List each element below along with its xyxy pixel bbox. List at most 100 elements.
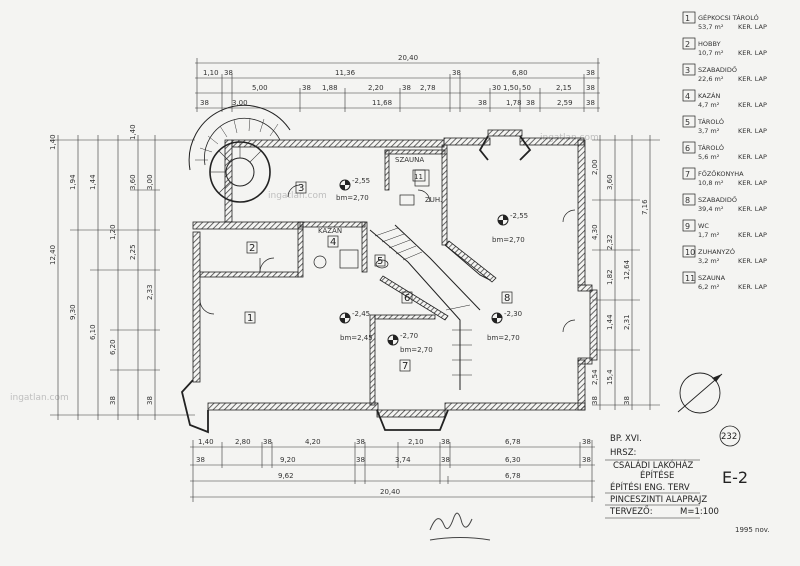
legend-floor-finish: KER. LAP: [738, 127, 767, 135]
left-dim-4: 6,20: [109, 339, 117, 355]
legend-room-area: 10,7 m²: [698, 49, 724, 57]
top-dim-r3-3: 2,20: [368, 84, 384, 92]
room-labels: 1 2 3 4 KAZÁN 5 6 7 8 ZUH. 11 SZAUNA: [244, 156, 513, 372]
legend-number-box: [682, 63, 696, 76]
elev-text-0: -2,55: [352, 177, 370, 185]
legend-room-name: GÉPKOCSI TÁROLÓ: [698, 13, 759, 22]
level-text-3: bm=2,70: [487, 334, 520, 342]
legend-room-name: ZUHANYZÓ: [698, 247, 735, 256]
bottom-dim-r1-2: 38: [263, 438, 272, 446]
right-dim-0: 2,00: [591, 159, 599, 175]
room-num-8: 8: [504, 293, 510, 304]
right-dim-1: 3,60: [606, 174, 614, 190]
elev-text-1: -2,55: [510, 212, 528, 220]
bottom-dim-r1-8: 38: [582, 438, 591, 446]
bottom-dim-r3-0: 9,62: [278, 472, 294, 480]
top-dim-r3-10: 38: [586, 84, 595, 92]
room-label-kazan: KAZÁN: [318, 226, 342, 235]
top-dim-r4-7: 38: [586, 99, 595, 107]
bottom-dim-r2-2: 38: [356, 456, 365, 464]
left-dim-12: 2,33: [146, 284, 154, 300]
left-dim-6: 1,44: [89, 174, 97, 190]
bottom-dim-r1-4: 38: [356, 438, 365, 446]
legend-floor-finish: KER. LAP: [738, 179, 767, 187]
top-dim-r3-6: 30: [492, 84, 501, 92]
top-dim-r3-5: 2,78: [420, 84, 436, 92]
title-line1: BP. XVI.: [610, 434, 642, 444]
legend-floor-finish: KER. LAP: [738, 101, 767, 109]
legend-number-box: [682, 11, 696, 24]
legend-room-name: SZABADIDŐ: [698, 195, 737, 204]
bottom-dim-r1-0: 1,40: [198, 438, 214, 446]
north-arrow-icon: [677, 372, 723, 414]
walls: [192, 129, 598, 418]
top-dim-r4-4: 1,78: [506, 99, 522, 107]
legend-room-area: 3,7 m²: [698, 127, 720, 135]
legend-room-area: 10,8 m²: [698, 179, 724, 187]
elev-marker-8a: [497, 214, 509, 226]
legend-room-name: KAZÁN: [698, 91, 720, 100]
legend-room-name: HOBBY: [698, 40, 721, 48]
room-label-szauna: SZAUNA: [395, 156, 424, 164]
legend-room-area: 1,7 m²: [698, 231, 720, 239]
top-dim-r3-4: 38: [402, 84, 411, 92]
room-num-11: 11: [414, 173, 423, 181]
legend-floor-finish: KER. LAP: [738, 49, 767, 57]
legend-number: 4: [685, 92, 690, 101]
bottom-dim-r1-3: 4,20: [305, 438, 321, 446]
elev-text-3: -2,70: [400, 332, 418, 340]
left-dim-1: 1,40: [49, 134, 57, 150]
central-staircase: [369, 224, 491, 390]
bottom-dimension-lines: [190, 440, 595, 502]
left-dim-10: 1,20: [109, 224, 117, 240]
title-block: 232 BP. XVI. HRSZ: CSALÁDI LAKÓHÁZ ÉPÍTÉ…: [605, 425, 770, 534]
top-dim-r4-0: 38: [200, 99, 209, 107]
title-line5: ÉPÍTÉSI ENG. TERV: [610, 481, 690, 493]
legend-room-area: 4,7 m²: [698, 101, 720, 109]
level-text-2: bm=2,45: [340, 334, 373, 342]
left-dim-8: 3,00: [146, 174, 154, 190]
legend-number-box: [682, 89, 696, 102]
legend-floor-finish: KER. LAP: [738, 75, 767, 83]
legend-number-box: [682, 193, 696, 206]
legend-room-name: WC: [698, 222, 709, 230]
right-dim-9: 2,54: [591, 369, 599, 385]
room-num-5: 5: [377, 256, 383, 267]
title-line6: PINCESZINTI ALAPRAJZ: [610, 495, 707, 505]
top-dim-overall: 20,40: [398, 54, 418, 62]
left-dimension-lines: [50, 135, 195, 420]
room-num-1: 1: [247, 313, 253, 324]
legend-room-area: 3,2 m²: [698, 257, 720, 265]
top-dim-r2-3: 38: [452, 69, 461, 77]
right-dim-4: 2,32: [606, 234, 614, 250]
left-dim-0: 12,40: [49, 245, 57, 265]
right-dim-7: 1,44: [606, 314, 614, 330]
left-dim-14: 38: [146, 396, 154, 405]
left-dim-3: 6,10: [89, 324, 97, 340]
legend-number: 8: [685, 196, 690, 205]
left-dim-9: 1,40: [129, 124, 137, 140]
top-dim-r2-0: 1,10: [203, 69, 219, 77]
legend-floor-finish: KER. LAP: [738, 153, 767, 161]
legend-number: 11: [685, 274, 695, 283]
room-num-4: 4: [330, 237, 336, 248]
elev-text-2: -2,30: [504, 310, 522, 318]
right-dim-8: 2,31: [623, 314, 631, 330]
bottom-dim-r1-1: 2,80: [235, 438, 251, 446]
elev-marker-3: [339, 179, 351, 191]
spiral-staircase: [188, 104, 291, 203]
legend-number-box: [682, 167, 696, 180]
sheet-circle: [719, 425, 741, 447]
sheet-id: E-2: [722, 468, 748, 487]
top-dim-r3-1: 38: [302, 84, 311, 92]
level-text-4: bm=2,70: [400, 346, 433, 354]
